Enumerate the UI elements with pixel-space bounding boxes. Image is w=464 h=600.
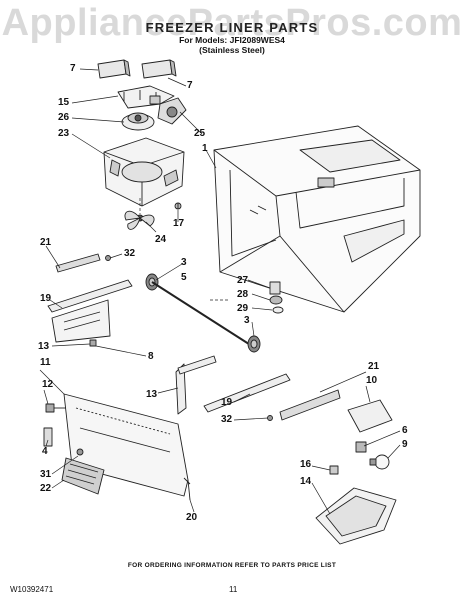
part-23-fan-housing: [103, 137, 185, 207]
part-7-foam-block-left: [97, 59, 131, 79]
callout-17: 17: [173, 218, 185, 229]
callout-32-lower: 32: [221, 414, 233, 425]
callout-15: 15: [58, 97, 70, 108]
diagram-header: FREEZER LINER PARTS For Models: JFI2089W…: [0, 20, 464, 55]
part-10-light-cover: [347, 399, 393, 433]
callout-20: 20: [186, 512, 198, 523]
callout-3-lower: 3: [244, 315, 250, 326]
callout-11: 11: [40, 357, 51, 368]
callout-31: 31: [40, 469, 52, 480]
watermark-logo: AppliancePartsPros.com: [1, 2, 463, 44]
part-28-gear: [269, 295, 283, 305]
callout-27: 27: [237, 275, 249, 286]
callout-26: 26: [58, 112, 70, 123]
part-5-axle-rod: [151, 281, 253, 347]
callout-8: 8: [148, 351, 154, 362]
part-14-light-housing: [315, 487, 397, 545]
callout-9: 9: [402, 439, 408, 450]
callout-1: 1: [202, 143, 208, 154]
part-15-mounting-bracket: [117, 85, 175, 109]
part-19-slide-rail-upper: [47, 279, 133, 343]
part-20-pin: [187, 479, 191, 501]
callout-21-upper: 21: [40, 237, 52, 248]
part-24-fan-blade: [124, 210, 155, 230]
callout-16: 16: [300, 459, 312, 470]
callout-21-lower: 21: [368, 361, 380, 372]
callout-7-left: 7: [70, 63, 76, 74]
callout-6: 6: [402, 425, 408, 436]
document-number: W10392471: [10, 585, 54, 594]
part-1-freezer-liner: [213, 125, 421, 313]
part-3-wheel-lower: [247, 335, 261, 353]
part-25-damper-motor: [157, 97, 187, 125]
part-31-handle-clip: [76, 448, 84, 456]
callout-19-upper: 19: [40, 293, 52, 304]
callout-22: 22: [40, 483, 52, 494]
callout-12: 12: [42, 379, 54, 390]
callout-4: 4: [42, 446, 48, 457]
variant-label: (Stainless Steel): [199, 45, 265, 55]
callout-25: 25: [194, 128, 206, 139]
part-32-screw-upper: [105, 255, 111, 261]
part-7-foam-block-right: [141, 59, 177, 79]
part-29-washer: [272, 306, 284, 314]
part-26-fan-motor: [121, 112, 155, 131]
part-17-screw: [174, 202, 182, 210]
callout-28: 28: [237, 289, 249, 300]
callout-5: 5: [181, 272, 187, 283]
part-9-light-bulb: [369, 454, 390, 470]
callout-14: 14: [300, 476, 312, 487]
page-number: 11: [229, 585, 238, 594]
part-21-rail-bracket-lower: [279, 389, 341, 421]
callout-19-lower: 19: [221, 397, 233, 408]
callout-32-upper: 32: [124, 248, 136, 259]
part-21-rail-bracket-upper: [55, 253, 101, 273]
diagram-title: FREEZER LINER PARTS: [145, 20, 319, 35]
callout-7-right: 7: [187, 80, 193, 91]
callout-13-right: 13: [146, 389, 158, 400]
ordering-note: FOR ORDERING INFORMATION REFER TO PARTS …: [127, 562, 337, 569]
part-13-clip-left: [89, 339, 97, 347]
callout-24: 24: [155, 234, 167, 245]
callout-13-left: 13: [38, 341, 50, 352]
callout-29: 29: [237, 303, 249, 314]
leader-lines: [39, 68, 401, 515]
part-19-slide-rail-lower: [203, 373, 291, 413]
callout-10: 10: [366, 375, 378, 386]
part-8-slide-rail-lower: [177, 355, 217, 375]
callout-3-upper: 3: [181, 257, 187, 268]
part-27-cap: [269, 281, 281, 295]
part-4-trim-strip: [43, 427, 53, 447]
part-16-clip: [329, 465, 339, 475]
part-12-bolt: [45, 403, 66, 413]
part-6-socket: [355, 441, 367, 453]
model-line: For Models: JFI2089WES4: [179, 35, 285, 45]
callout-23: 23: [58, 128, 70, 139]
part-32-screw-lower: [267, 415, 273, 421]
part-22-handle: [61, 457, 105, 495]
